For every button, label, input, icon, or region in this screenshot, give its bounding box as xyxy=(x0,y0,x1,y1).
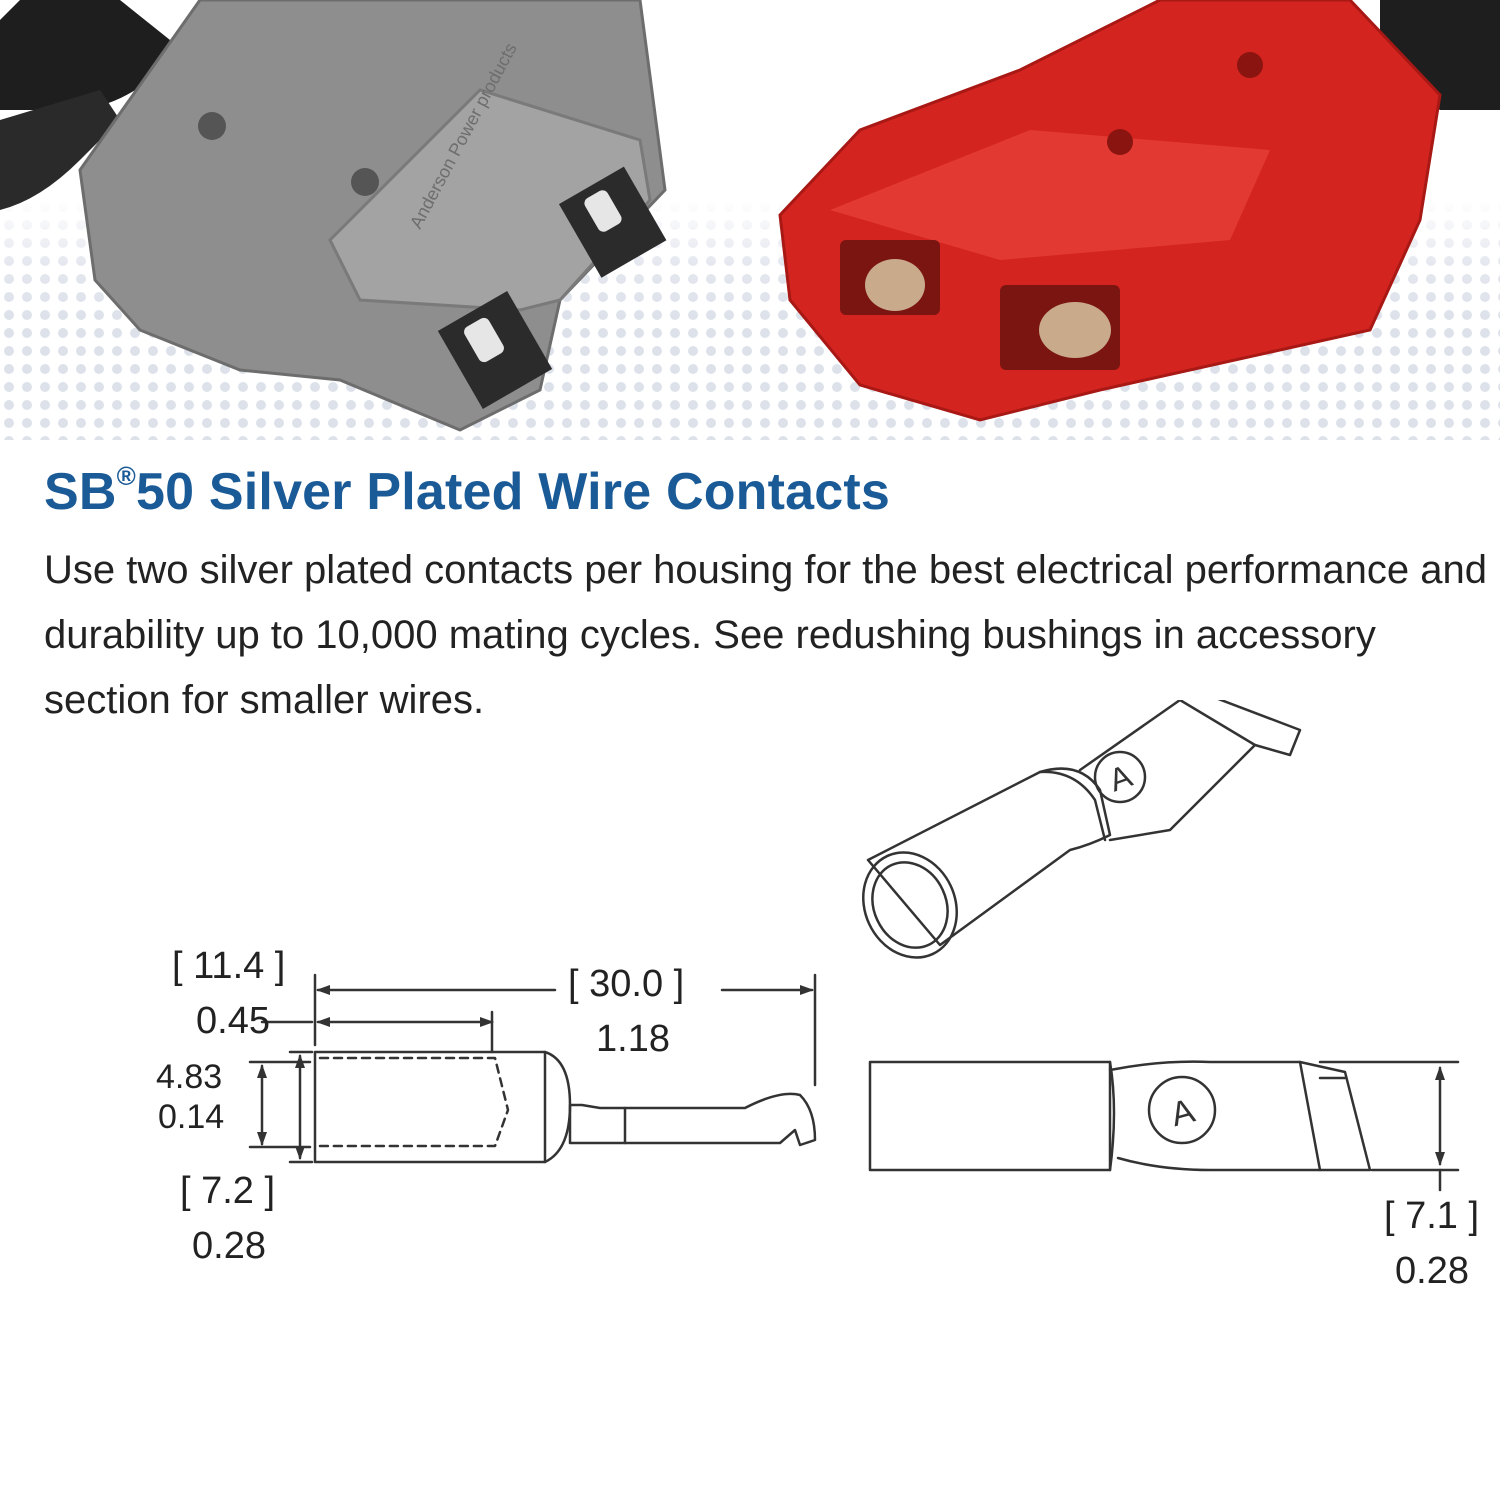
connector-photo: Anderson Power products xyxy=(0,0,1500,450)
contact-mark-isometric: A xyxy=(1104,757,1137,798)
overall-length-mm-label: [ 30.0 ] xyxy=(568,963,685,1005)
tip-width-in-label: 0.28 xyxy=(1395,1250,1469,1292)
wire-bore-in-label: 0.14 xyxy=(158,1098,225,1136)
barrel-diameter-mm-label: [ 7.2 ] xyxy=(180,1170,276,1212)
overall-length-in-label: 1.18 xyxy=(596,1018,670,1060)
barrel-diameter-in-label: 0.28 xyxy=(192,1225,266,1267)
dimension-lines-side xyxy=(248,973,817,1164)
gray-connector-image: Anderson Power products xyxy=(0,0,667,432)
tip-width-mm-label: [ 7.1 ] xyxy=(1384,1195,1480,1237)
product-description: Use two silver plated contacts per housi… xyxy=(44,548,1487,722)
wire-bore-mm-label: 4.83 xyxy=(156,1058,223,1096)
registered-mark: ® xyxy=(116,460,136,491)
dimension-lines-top xyxy=(1318,1060,1460,1192)
contact-side-view xyxy=(313,1050,817,1164)
red-connector-image xyxy=(778,0,1500,422)
barrel-length-in-label: 0.45 xyxy=(196,1000,270,1042)
contact-top-view: A xyxy=(868,1060,1372,1172)
title-prefix: SB xyxy=(44,463,117,521)
barrel-length-mm-label: [ 11.4 ] xyxy=(172,945,286,987)
contact-technical-drawing: A A xyxy=(248,700,1460,1192)
title-suffix: 50 Silver Plated Wire Contacts xyxy=(136,463,891,521)
contact-isometric-view: A xyxy=(862,700,1302,959)
contact-mark-top: A xyxy=(1167,1092,1199,1135)
page-title: SB®50 Silver Plated Wire Contacts xyxy=(44,460,891,522)
